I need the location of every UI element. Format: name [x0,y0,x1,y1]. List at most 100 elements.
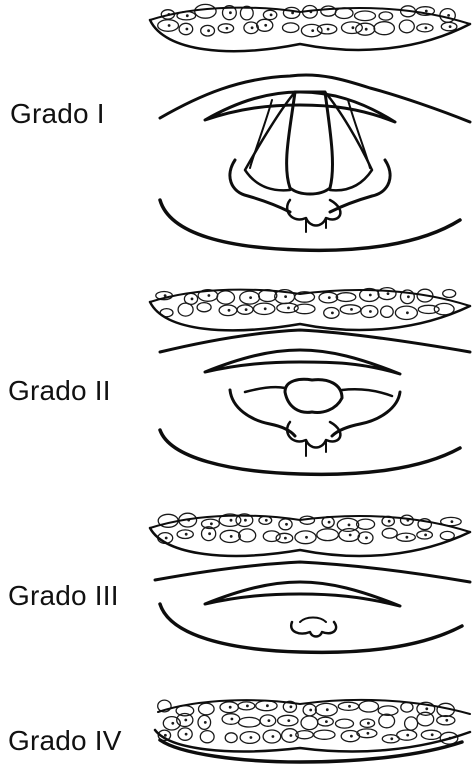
tongue-cell-nucleus [210,522,213,525]
tongue-cell-nucleus [365,28,368,31]
epiglottis [160,75,470,122]
tongue-cell-nucleus [449,25,452,28]
tongue-cell-nucleus [311,29,314,32]
tongue-cell-nucleus [369,294,372,297]
tongue-cell-nucleus [367,732,370,735]
pharynx-wall [160,740,462,762]
tongue-cell-nucleus [285,523,288,526]
tongue-cell-nucleus [250,736,253,739]
tongue-cell-nucleus [367,722,370,725]
tongue-cell-nucleus [328,296,331,299]
tongue-cell [199,703,215,715]
tongue-cell [382,528,397,538]
tongue-cell-nucleus [284,295,287,298]
tongue-cell [355,11,376,21]
tongue-base-cells [150,8,470,52]
tongue-cell-nucleus [191,298,194,301]
tongue-cell-nucleus [447,14,450,17]
tongue-cell-nucleus [226,27,229,30]
tongue-cell-nucleus [328,521,331,524]
tongue-cell-nucleus [305,536,308,539]
tongue-cell-nucleus [272,735,275,738]
grade-4-larynx-drawing [0,690,474,765]
arytenoids [291,622,336,637]
epiglottis [160,330,470,352]
tongue-cell-nucleus [246,705,249,708]
tongue-cell-nucleus [348,705,351,708]
tongue-cell-nucleus [229,706,232,709]
tongue-cell-nucleus [287,719,290,722]
tongue-cell-nucleus [350,308,353,311]
tongue-cell [405,717,418,730]
tongue-cell [283,23,299,33]
tongue-cell-nucleus [327,28,330,31]
tongue-cell-nucleus [270,14,273,17]
pharynx-wall [160,430,460,474]
tongue-cell-nucleus [186,14,189,17]
tongue-cell-nucleus [168,24,171,27]
tongue-cell [195,4,216,18]
tongue-cell-nucleus [230,519,233,522]
tongue-cell-nucleus [369,310,372,313]
tongue-cell-nucleus [284,537,287,540]
tongue-cell [359,701,378,712]
tongue-cell-nucleus [171,722,174,725]
tongue-cell-nucleus [266,704,269,707]
tongue-cell-nucleus [407,295,410,298]
tongue-cell-nucleus [406,311,409,314]
tongue-cell-nucleus [290,734,293,737]
tongue-cell-nucleus [425,10,428,13]
tongue-cell [401,702,413,712]
tongue-cell [317,529,339,541]
tongue-cell [178,303,193,316]
grade-1-panel: Grado I [0,0,474,260]
tongue-cell [200,731,214,743]
tongue-cell-nucleus [350,735,353,738]
tongue-cell-nucleus [348,524,351,527]
tongue-cell [374,22,394,35]
tongue-cell-nucleus [184,719,187,722]
glottis-opening [285,379,342,412]
tongue-cell [225,733,237,743]
pharynx-wall [160,604,462,652]
tongue-cell [381,306,394,317]
tongue-cell [336,719,354,728]
tongue-cell-nucleus [331,312,334,315]
tongue-cell-nucleus [204,721,207,724]
grade-3-panel: Grado III [0,508,474,688]
tongue-cell-nucleus [207,29,210,32]
tongue-cell [379,714,395,728]
tongue-cell-nucleus [445,719,448,722]
tongue-cell-nucleus [387,292,390,295]
tongue-cell-nucleus [165,537,168,540]
tongue-cell-nucleus [406,734,409,737]
tongue-cell-nucleus [164,734,167,737]
tongue-cell-nucleus [264,24,267,27]
tongue-cell-nucleus [425,27,428,30]
tongue-cell-nucleus [231,718,234,721]
epiglottis [155,562,470,582]
tongue-cell-nucleus [264,307,267,310]
tongue-cell-nucleus [244,519,247,522]
tongue-cell [321,6,336,16]
tongue-cell-nucleus [268,719,271,722]
tongue-base-cells [150,516,470,556]
grade-2-panel: Grado II [0,280,474,485]
tongue-cell-nucleus [230,535,233,538]
tongue-cell-nucleus [326,708,329,711]
tongue-cell-nucleus [325,720,328,723]
tongue-cell-nucleus [208,294,211,297]
tongue-cell [217,291,235,304]
tongue-cell-nucleus [390,737,393,740]
tongue-cell-nucleus [451,520,454,523]
tongue-cell [197,303,211,312]
tongue-cell-nucleus [287,307,290,310]
tongue-cell-nucleus [249,296,252,299]
tongue-cell [399,20,414,33]
tongue-cell-nucleus [365,536,368,539]
tongue-cell-nucleus [349,534,352,537]
tongue-cell [336,293,356,302]
tongue-cell [301,716,318,730]
tongue-cell-nucleus [228,309,231,312]
tongue-cell [443,290,456,298]
